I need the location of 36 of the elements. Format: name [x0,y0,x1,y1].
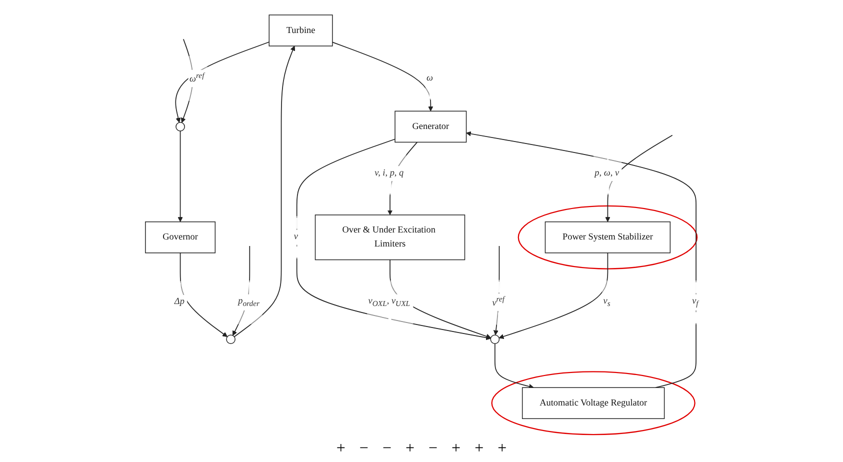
sign-label: + [336,440,346,458]
node-circle [226,334,236,344]
sign-label: − [359,440,368,458]
edge-label: v$^{ref}$ [492,294,505,308]
node-circle [176,122,185,132]
edge-label: v$_{f}$ [692,296,698,308]
arrow [332,42,434,112]
edge-label: v$_{s}$ [603,296,610,308]
arrow [498,252,608,339]
edge-label: v$_{OXL}$, v$_{UXL}$ [368,296,410,308]
node-box: Generator [394,110,467,143]
node-box: Turbine [268,14,333,46]
arrow [494,343,534,389]
edge-label: ω [426,72,434,83]
edge-label: p, ω, v [594,168,620,178]
edge-label: ω$^{ref}$ [189,71,204,84]
sign-label: + [452,440,461,458]
edge-label: Δp [174,296,184,306]
arrow [466,131,696,388]
sign-label: + [474,440,484,458]
sign-label: − [382,440,392,458]
node-box: Power System Stabilizer [544,221,671,254]
node-circle [490,334,500,344]
arrow [180,38,194,123]
arrow [178,130,183,222]
node-box: Automatic Voltage Regulator [522,387,665,420]
sign-label: + [405,440,414,458]
sign-label: − [428,440,438,458]
sign-label: + [498,440,507,458]
node-box: Governor [145,221,216,254]
node-box: Over & Under Excitation Limiters [314,214,466,260]
arrow [175,42,270,123]
arrow [180,252,228,337]
edge-label: p$_{order}$ [238,296,260,308]
edge-label: v, i, p, q [374,168,404,178]
edge-label: v [294,232,298,242]
